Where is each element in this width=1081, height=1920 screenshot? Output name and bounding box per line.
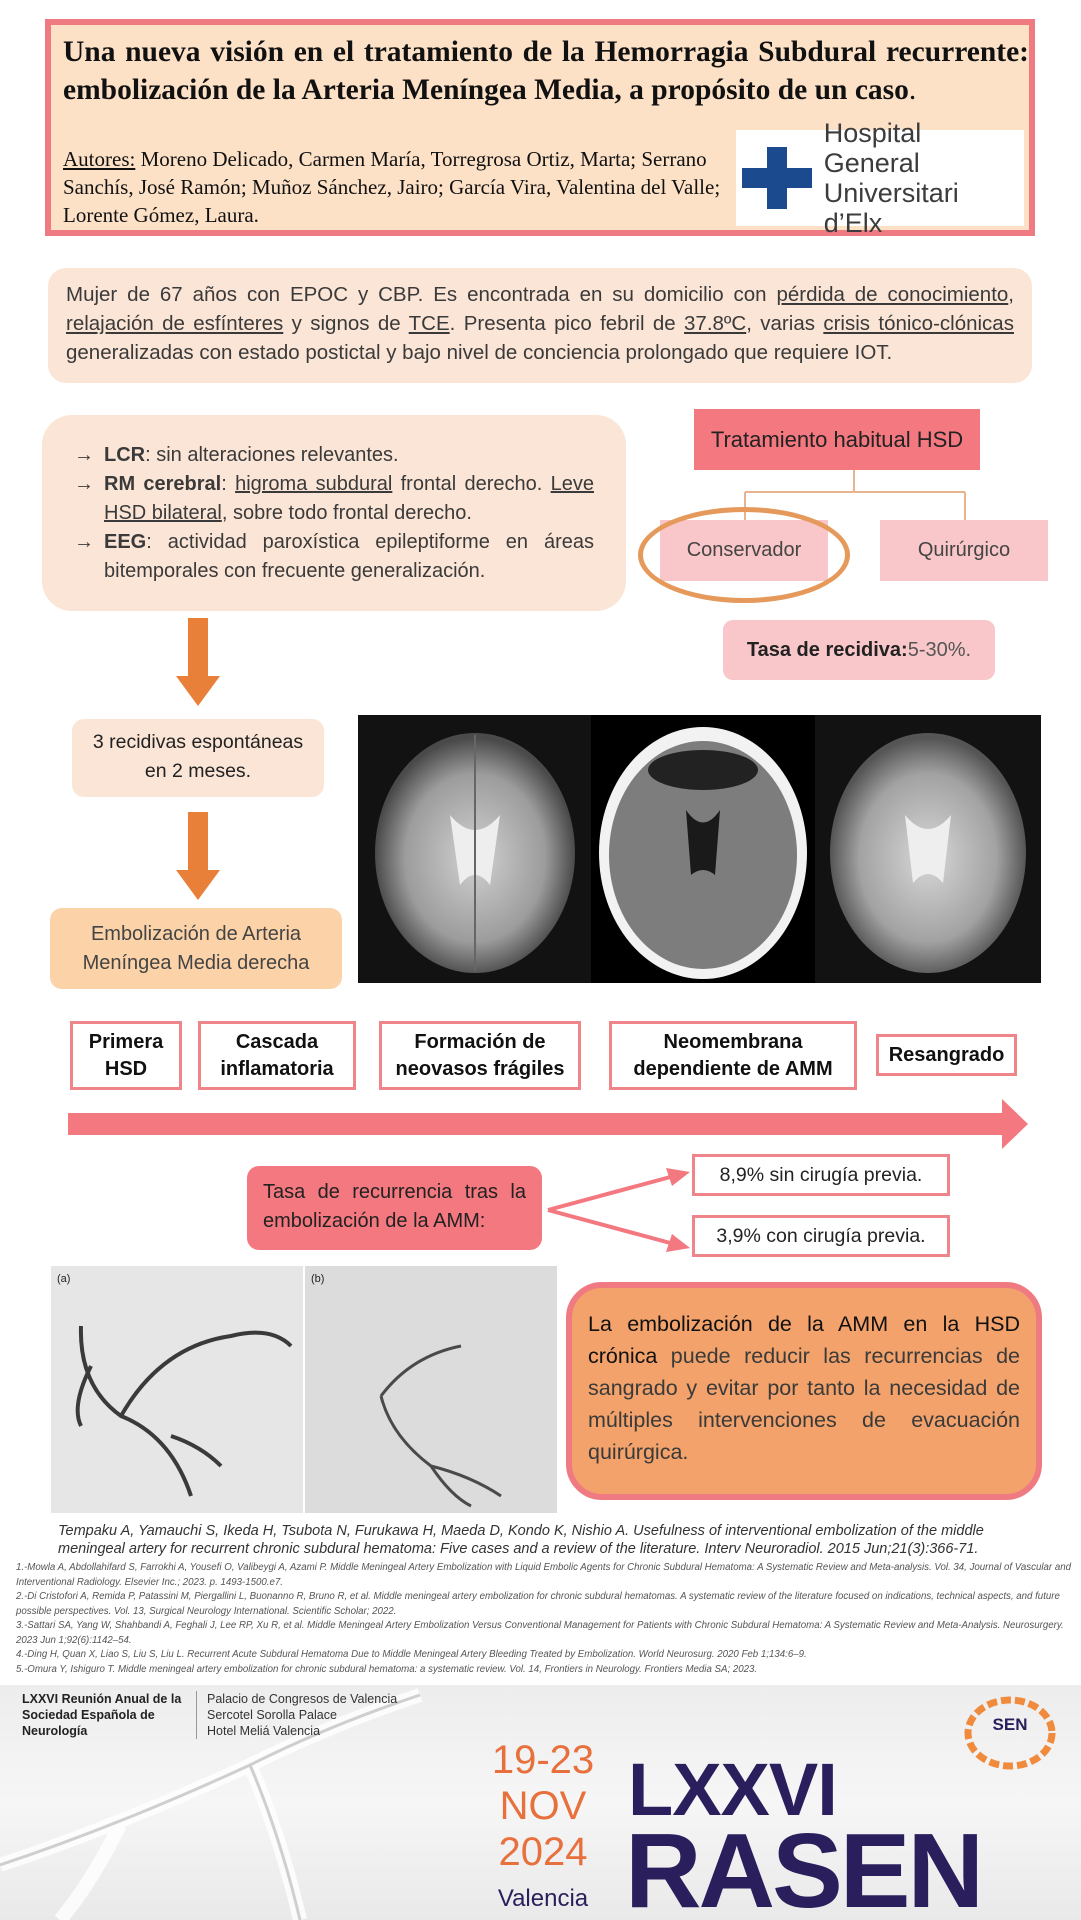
down-arrow-icon (176, 812, 220, 900)
footer-banner: LXXVI Reunión Anual de la Sociedad Españ… (0, 1685, 1081, 1920)
reference-3: 3.-Sattari SA, Yang W, Shahbandi A, Fegh… (16, 1620, 1064, 1646)
tree-connector (744, 470, 966, 520)
recurrence-label: Tasa de recurrencia tras la embolización… (247, 1166, 542, 1250)
timeline-step-1: Primera HSD (70, 1021, 182, 1090)
timeline-arrow (68, 1099, 1028, 1149)
ct-scan (591, 715, 815, 983)
sen-logo-text: SEN (992, 1715, 1028, 1734)
event-number: LXXVI (628, 1748, 838, 1831)
right-arrow-icon: → (74, 444, 94, 466)
authors-list: Moreno Delicado, Carmen María, Torregros… (63, 147, 721, 227)
timeline-step-2: Cascada inflamatoria (198, 1021, 356, 1090)
rate-no-surgery: 8,9% sin cirugía previa. (692, 1154, 950, 1196)
finding-eeg: →EEG: actividad paroxística epileptiform… (74, 528, 594, 586)
timeline-step-5: Resangrado (876, 1034, 1017, 1076)
authors-label: Autores: (63, 147, 136, 171)
finding-rm: →RM cerebral: higroma subdural frontal d… (74, 470, 594, 528)
right-arrow-icon: → (74, 531, 94, 553)
sen-logo-icon (964, 1696, 1056, 1770)
title-box: Una nueva visión en el tratamiento de la… (45, 19, 1035, 238)
mri-scan-2 (815, 715, 1041, 983)
treatment-title: Tratamiento habitual HSD (694, 409, 980, 470)
figure-citation: Tempaku A, Yamauchi S, Ikeda H, Tsubota … (58, 1523, 984, 1557)
timeline-step-4: Neomembrana dependiente de AMM (609, 1021, 857, 1090)
angio-label-a: (a) (57, 1273, 70, 1285)
conclusion-box: La embolización de la AMM en la HSD crón… (566, 1282, 1042, 1500)
timeline-step-3: Formación de neovasos frágiles (379, 1021, 581, 1090)
branch-arrows (547, 1168, 690, 1252)
event-city: Valencia (497, 1885, 589, 1912)
findings-box: →LCR: sin alteraciones relevantes. →RM c… (42, 415, 626, 611)
references: 1.-Mowla A, Abdollahifard S, Farrokhi A,… (16, 1561, 1076, 1677)
angio-label-b: (b) (311, 1273, 324, 1285)
reference-4: 4.-Ding H, Quan X, Liao S, Liu S, Liu L.… (16, 1649, 807, 1660)
cross-icon (742, 147, 812, 209)
finding-lcr: →LCR: sin alteraciones relevantes. (74, 441, 594, 470)
down-arrow-icon (176, 618, 220, 706)
mri-scan-1 (358, 715, 591, 983)
case-description: Mujer de 67 años con EPOC y CBP. Es enco… (48, 268, 1032, 383)
quirurgico-box: Quirúrgico (880, 520, 1048, 581)
reunion-label: LXXVI Reunión Anual de la Sociedad Españ… (22, 1692, 182, 1738)
reference-5: 5.-Omura Y, Ishiguro T. Middle meningeal… (16, 1663, 758, 1675)
highlight-ellipse (638, 507, 850, 603)
rate-with-surgery: 3,9% con cirugía previa. (692, 1215, 950, 1257)
poster-title: Una nueva visión en el tratamiento de la… (63, 36, 1029, 106)
event-name: RASEN (625, 1812, 984, 1920)
right-arrow-icon: → (74, 473, 94, 495)
reference-1: 1.-Mowla A, Abdollahifard S, Farrokhi A,… (16, 1562, 1071, 1588)
recidiva-rate: Tasa de recidiva: 5-30%. (723, 620, 995, 680)
neuron-background (0, 1688, 423, 1920)
angiography-images: (a) (b) (51, 1266, 557, 1513)
authors: Autores: Moreno Delicado, Carmen María, … (63, 145, 728, 229)
reference-2: 2.-Di Cristofori A, Remida P, Patassini … (16, 1591, 1060, 1617)
